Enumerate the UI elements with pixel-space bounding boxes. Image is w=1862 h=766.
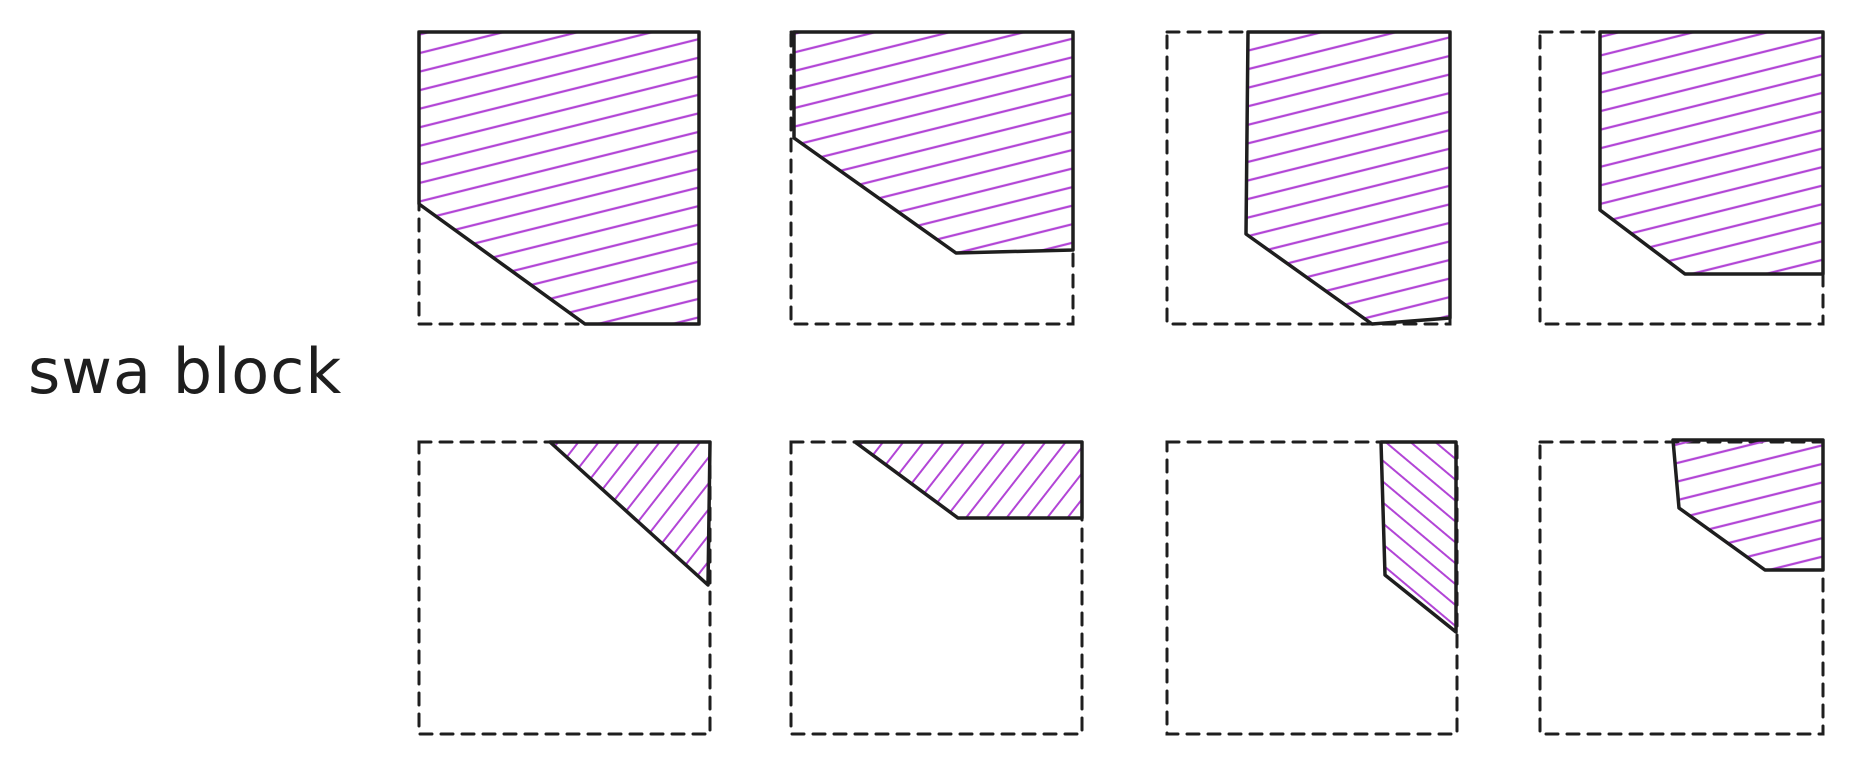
row-label: swa block (28, 335, 342, 408)
top-block-1-mask (417, 30, 701, 326)
bottom-block-1-mask (548, 440, 712, 587)
top-block-2 (789, 30, 1075, 326)
bottom-block-2 (789, 440, 1084, 736)
top-block-2-mask (792, 30, 1075, 255)
bottom-block-4 (1538, 438, 1825, 736)
bottom-block-4-frame (1538, 440, 1825, 736)
top-block-3-mask (1244, 30, 1452, 326)
top-block-1 (417, 30, 701, 326)
bottom-block-3-mask (1379, 440, 1458, 634)
bottom-block-4-mask (1671, 438, 1825, 572)
bottom-block-3 (1165, 440, 1459, 736)
bottom-block-2-mask (853, 440, 1084, 520)
top-block-4 (1538, 30, 1825, 326)
top-block-3 (1165, 30, 1452, 326)
top-block-4-mask (1598, 30, 1825, 276)
bottom-block-1 (417, 440, 712, 736)
bottom-block-3-frame (1165, 440, 1459, 736)
